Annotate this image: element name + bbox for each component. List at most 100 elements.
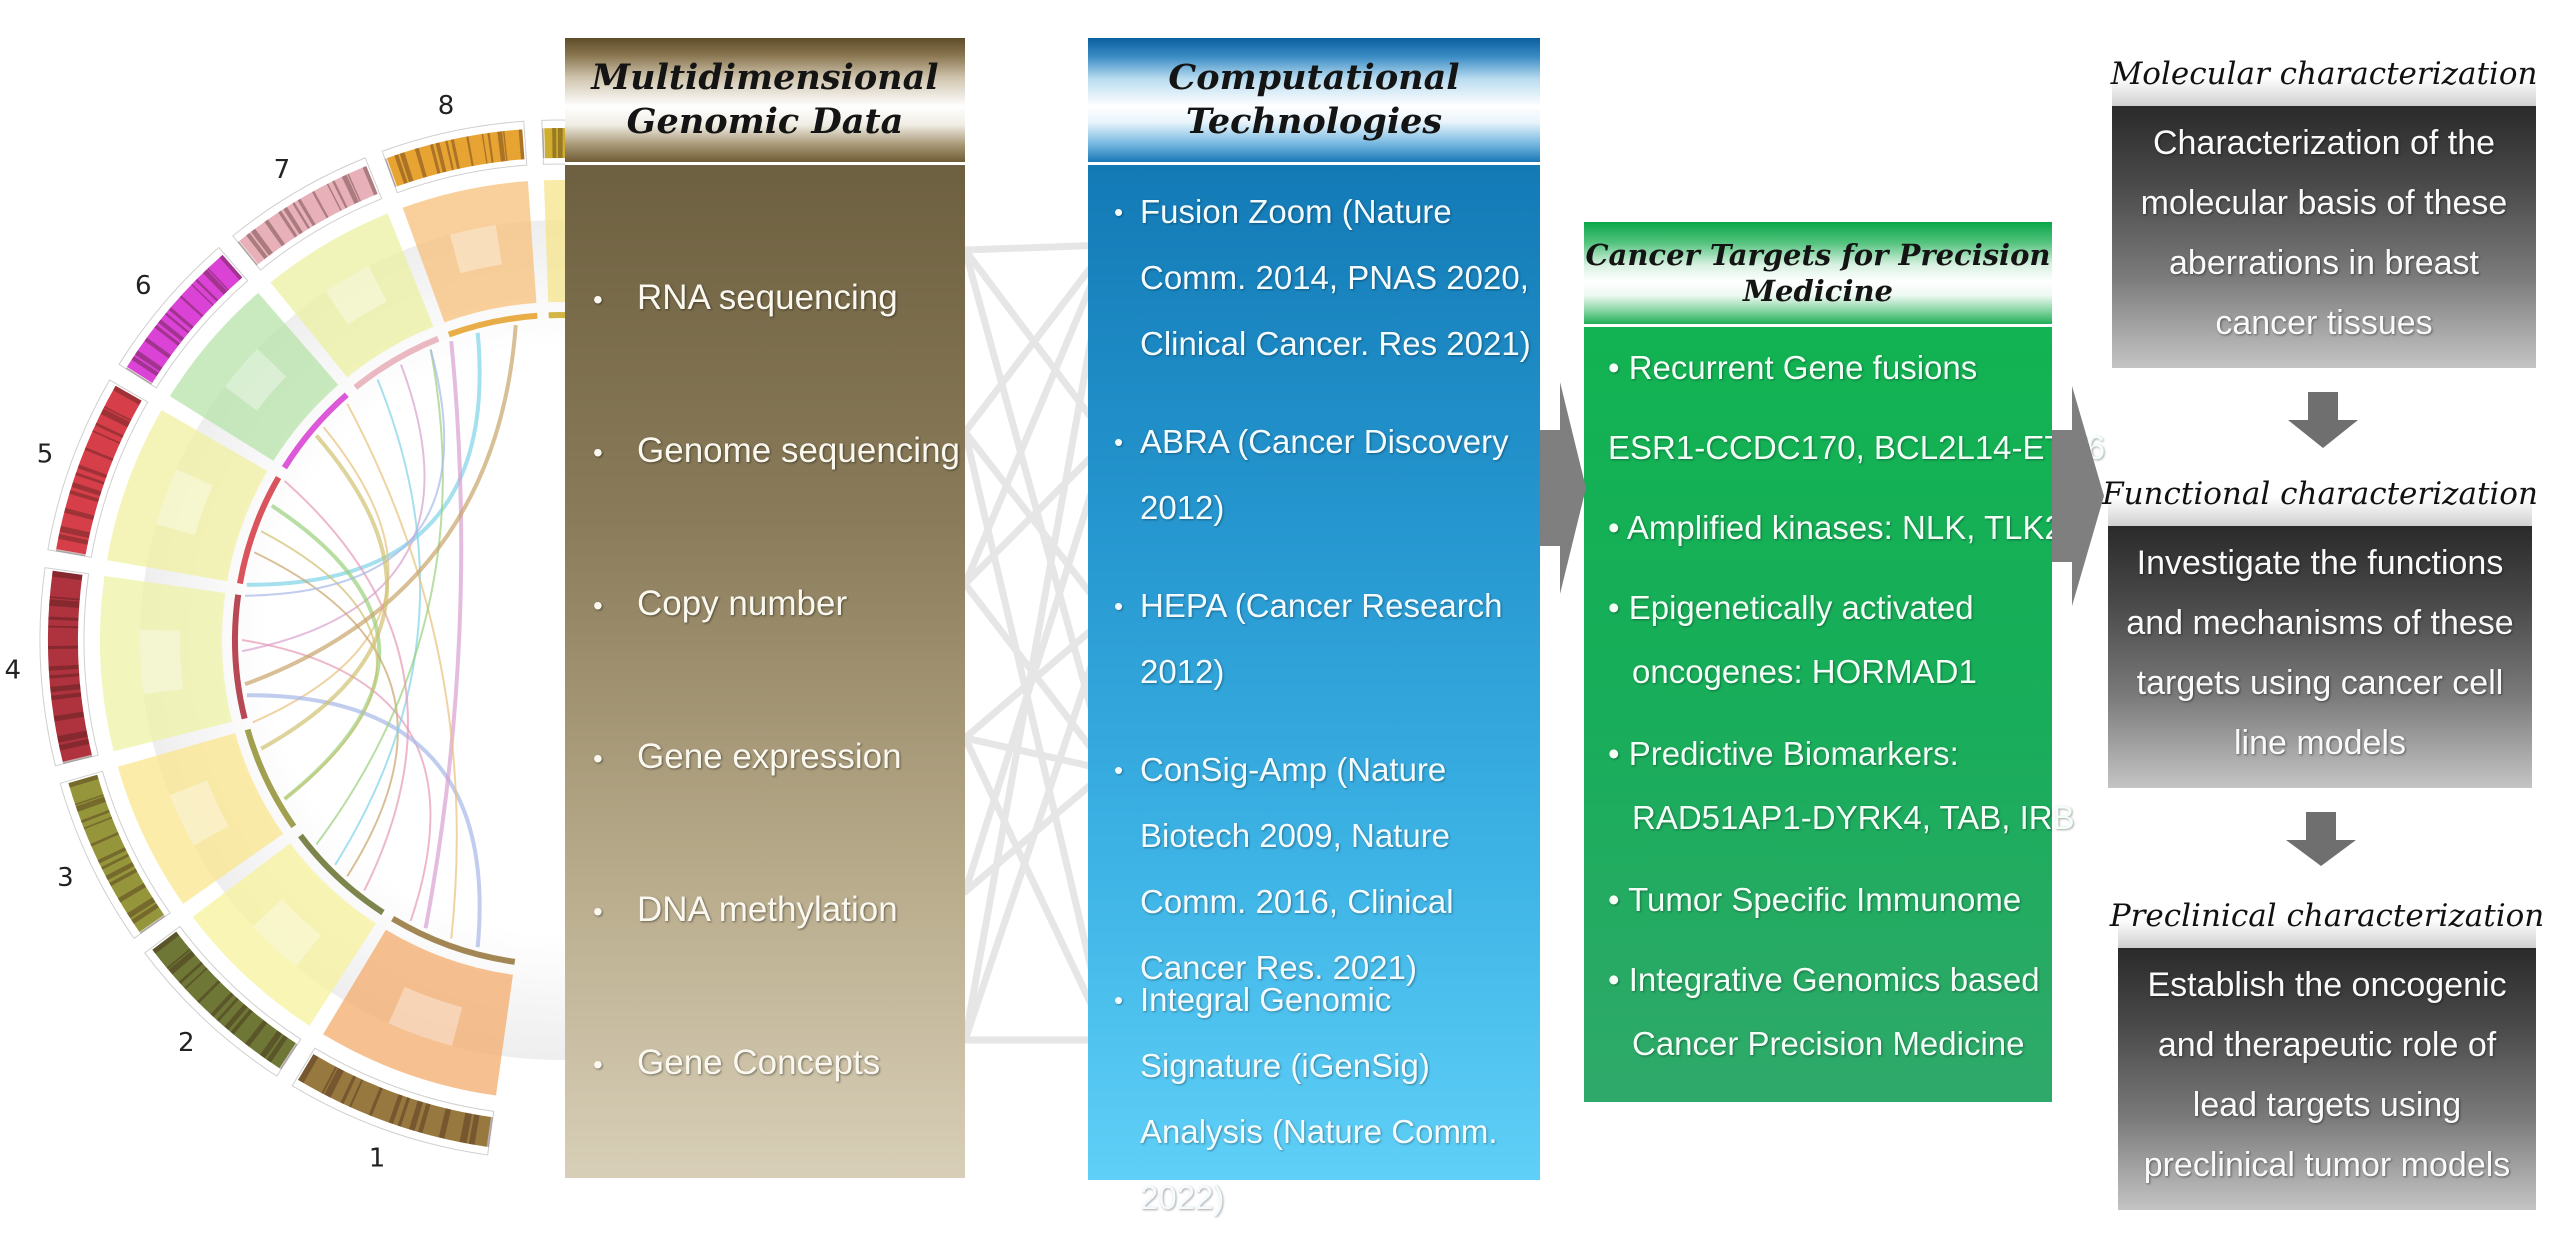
circos-labels: 987654321: [4, 82, 620, 1174]
chromosome-band: [279, 1043, 298, 1070]
genomic-item-genome-sequencing: •Genome sequencing: [593, 431, 960, 471]
target-line-oncogenes: oncogenes: HORMAD1: [1632, 653, 1977, 690]
chromosome-band: [481, 133, 488, 164]
chromosome-track-highlight: [156, 469, 213, 536]
chromosome-band: [278, 210, 298, 238]
genomic-data-panel: Multidimensional Genomic Data •RNA seque…: [565, 38, 965, 1178]
chromosome-inner-arc: [298, 833, 385, 916]
chromosome-band: [219, 254, 243, 281]
chromosome-band: [450, 139, 461, 170]
functional-line: line models: [2234, 724, 2406, 762]
chromosome-band: [191, 283, 214, 306]
connector-line: [961, 241, 1112, 254]
chromosome-band: [445, 140, 455, 171]
chromosome-band: [95, 422, 124, 438]
chromosome-band: [69, 489, 100, 503]
connector-line: [961, 428, 1112, 620]
chromosome-track: [99, 575, 233, 752]
chromosome-track: [169, 292, 339, 461]
connector-line: [961, 734, 1112, 1044]
genomic-link: [241, 364, 426, 653]
genomic-data-list: •RNA sequencing •Genome sequencing •Copy…: [565, 165, 965, 1178]
chromosome-number-label: 3: [57, 863, 74, 893]
chromosome-band: [210, 992, 234, 1017]
chromosome-track: [117, 733, 284, 904]
chromosome-band: [224, 1003, 248, 1030]
chromosome-band: [321, 1066, 338, 1094]
connector-line: [961, 241, 1112, 588]
chromosome-band: [158, 319, 185, 342]
chromosome-band: [49, 596, 80, 601]
chromosome-band: [77, 464, 108, 479]
chromosome-band: [101, 853, 130, 870]
circos-links: [241, 324, 518, 948]
chromosome-band: [48, 645, 79, 650]
bullet: •: [593, 437, 603, 468]
cancer-targets-header: Cancer Targets for Precision Medicine: [1584, 222, 2052, 327]
chromosome-band: [127, 897, 156, 919]
chromosome-band: [408, 1100, 424, 1131]
chromosome-band: [326, 183, 342, 211]
target-line-amplified-kinases: • Amplified kinases: NLK, TLK2: [1608, 509, 2063, 546]
genomic-item-label: Gene Concepts: [637, 1043, 881, 1082]
chromosome-band: [57, 730, 88, 743]
bullet: •: [1114, 755, 1124, 785]
target-line-immunome: • Tumor Specific Immunome: [1608, 881, 2022, 918]
arrow-right-icon: [1540, 382, 1586, 594]
genomic-item-copy-number: • Copy number: [593, 584, 955, 624]
chromosome-band: [197, 980, 221, 1004]
chromosome-band: [237, 241, 258, 266]
chromosome-band: [75, 796, 106, 812]
chromosome-band: [125, 367, 153, 385]
chromosome-band: [64, 507, 95, 521]
chromosome-band: [166, 948, 191, 970]
chromosome-band: [542, 128, 545, 159]
preclinical-line: Establish the oncogenic: [2147, 966, 2507, 1004]
molecular-line: molecular basis of these: [2140, 184, 2508, 222]
chromosome-band: [202, 269, 228, 295]
bullet: •: [593, 590, 603, 621]
chromosome-band: [178, 961, 203, 984]
chromosome-ideogram: [152, 931, 296, 1069]
preclinical-line: preclinical tumor models: [2143, 1146, 2511, 1184]
functional-line: targets using cancer cell: [2136, 664, 2504, 702]
chromosome-band: [83, 816, 113, 830]
preclinical-characterization-box: Preclinical characterization Establish t…: [2110, 884, 2544, 1210]
chromosome-band: [131, 356, 159, 377]
chromosome-band: [298, 1054, 319, 1084]
computational-header: Computational Technologies: [1088, 38, 1540, 165]
target-line-fusion-genes: ESR1-CCDC170, BCL2L14-ETV6: [1608, 429, 2106, 466]
genomic-link: [260, 530, 378, 800]
chromosome-band: [435, 142, 447, 173]
chromosome-number-label: 4: [4, 656, 21, 686]
chromosome-band: [557, 127, 563, 159]
bullet: •: [593, 743, 603, 774]
chromosome-band: [362, 166, 378, 196]
chromosome-band: [48, 625, 79, 629]
chromosome-number-label: 1: [369, 1144, 386, 1174]
chromosome-band: [71, 482, 102, 496]
chromosome-band: [134, 350, 163, 372]
molecular-characterization-title: Molecular characterization: [2111, 42, 2537, 106]
chromosome-band: [84, 447, 114, 462]
chromosome-inner-arc: [447, 312, 538, 338]
chromosome-track-highlight: [388, 986, 463, 1046]
genomic-link: [246, 693, 482, 948]
chromosome-band: [109, 868, 138, 887]
chromosome-band: [144, 337, 172, 359]
chromosome-inner-arc: [391, 916, 516, 965]
computational-list: •Fusion Zoom (Nature Comm. 2014, PNAS 20…: [1088, 165, 1540, 1216]
chromosome-band: [259, 1030, 283, 1059]
bullet: •: [1114, 591, 1124, 621]
chromosome-ideogram: [386, 129, 525, 187]
chromosome-band: [113, 385, 142, 405]
connector-line: [961, 246, 1112, 444]
cancer-targets-panel: Cancer Targets for Precision Medicine • …: [1584, 222, 2106, 1102]
computational-item-label: ConSig-Amp (Nature Biotech 2009, Nature …: [1140, 751, 1454, 986]
chromosome-ideogram: [68, 774, 165, 932]
cancer-targets-title-line1: Cancer Targets for Precision: [1585, 237, 2051, 272]
genomic-link: [315, 349, 444, 846]
molecular-line: cancer tissues: [2215, 304, 2433, 342]
genomic-item-label: Copy number: [637, 584, 848, 623]
target-line-biomarkers: RAD51AP1-DYRK4, TAB, IRB: [1632, 799, 2075, 836]
